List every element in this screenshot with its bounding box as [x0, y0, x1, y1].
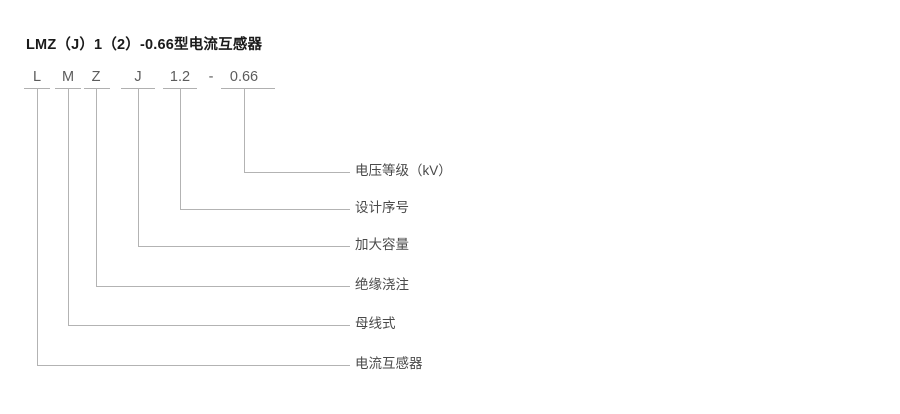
description-label: 绝缘浇注	[355, 277, 409, 292]
leader-line-horizontal	[180, 209, 350, 210]
model-code-char: 1.2	[169, 69, 191, 85]
description-label: 电压等级（kV）	[355, 163, 452, 178]
leader-line-horizontal	[68, 325, 350, 326]
description-label: 加大容量	[355, 237, 409, 252]
description-label: 设计序号	[355, 200, 409, 215]
model-code-underline	[84, 88, 110, 89]
model-code-char: Z	[91, 69, 101, 85]
model-code-char: J	[134, 69, 142, 85]
leader-line-horizontal	[244, 172, 350, 173]
leader-line-vertical	[244, 88, 245, 172]
leader-line-horizontal	[138, 246, 350, 247]
leader-line-vertical	[68, 88, 69, 325]
model-code-char: 0.66	[229, 69, 259, 85]
leader-line-vertical	[180, 88, 181, 209]
description-label: 母线式	[355, 316, 396, 331]
model-code-underline	[221, 88, 275, 89]
model-code-char: M	[61, 69, 75, 85]
model-code-char: -	[208, 69, 214, 85]
model-code-char: L	[32, 69, 42, 85]
page-title: LMZ（J）1（2）-0.66型电流互感器	[26, 37, 263, 53]
leader-line-vertical	[37, 88, 38, 365]
leader-line-vertical	[96, 88, 97, 286]
leader-line-vertical	[138, 88, 139, 246]
description-label: 电流互感器	[355, 356, 423, 371]
leader-line-horizontal	[96, 286, 350, 287]
leader-line-horizontal	[37, 365, 350, 366]
